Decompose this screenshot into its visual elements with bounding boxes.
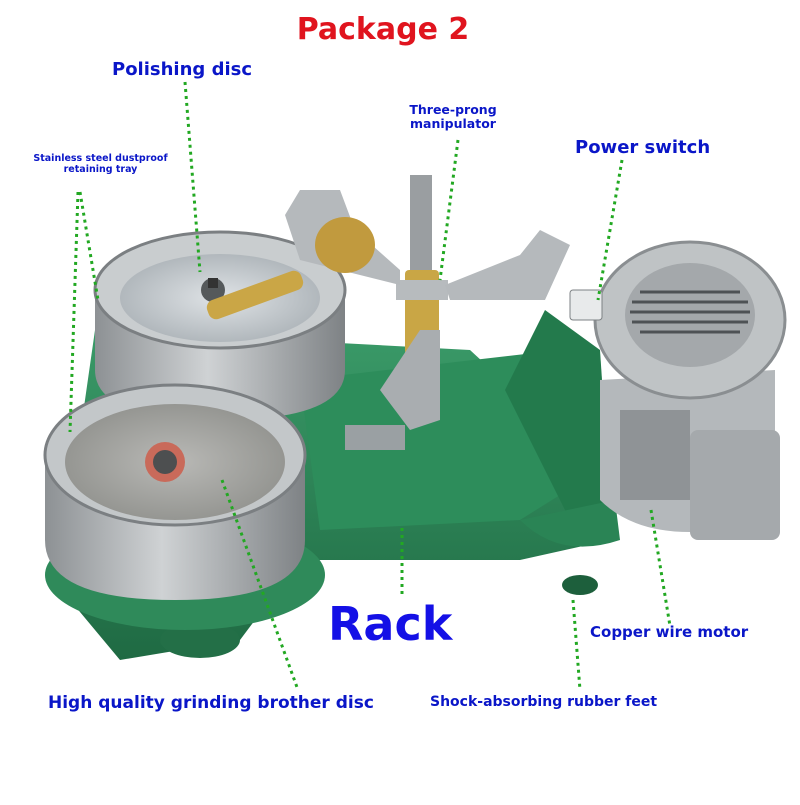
- grinding-disc-tray: [43, 383, 325, 630]
- rubber-foot-left: [160, 622, 240, 658]
- package-title: Package 2: [296, 12, 470, 47]
- label-manipulator-line2: manipulator: [410, 116, 496, 132]
- leader-lines: [68, 81, 672, 691]
- label-manipulator: Three-prong manipulator: [398, 102, 508, 132]
- rack-slot: [345, 425, 405, 450]
- label-rack: Rack: [328, 597, 453, 651]
- label-dustproof-tray: Stainless steel dustproof retaining tray: [28, 153, 173, 176]
- label-power-switch: Power switch: [575, 137, 711, 158]
- copper-wire-motor: [593, 240, 787, 540]
- label-copper-motor: Copper wire motor: [590, 623, 749, 641]
- label-polishing-disc: Polishing disc: [112, 59, 253, 80]
- label-dustproof-tray-line2: retaining tray: [63, 163, 138, 175]
- label-grinding-disc: High quality grinding brother disc: [48, 693, 374, 713]
- label-dustproof-tray-line1: Stainless steel dustproof: [33, 153, 168, 164]
- power-switch: [569, 289, 603, 321]
- rubber-foot-right: [562, 575, 598, 595]
- three-prong-manipulator: [206, 175, 570, 430]
- label-rubber-feet: Shock-absorbing rubber feet: [430, 694, 658, 710]
- label-manipulator-line1: Three-prong: [409, 102, 497, 117]
